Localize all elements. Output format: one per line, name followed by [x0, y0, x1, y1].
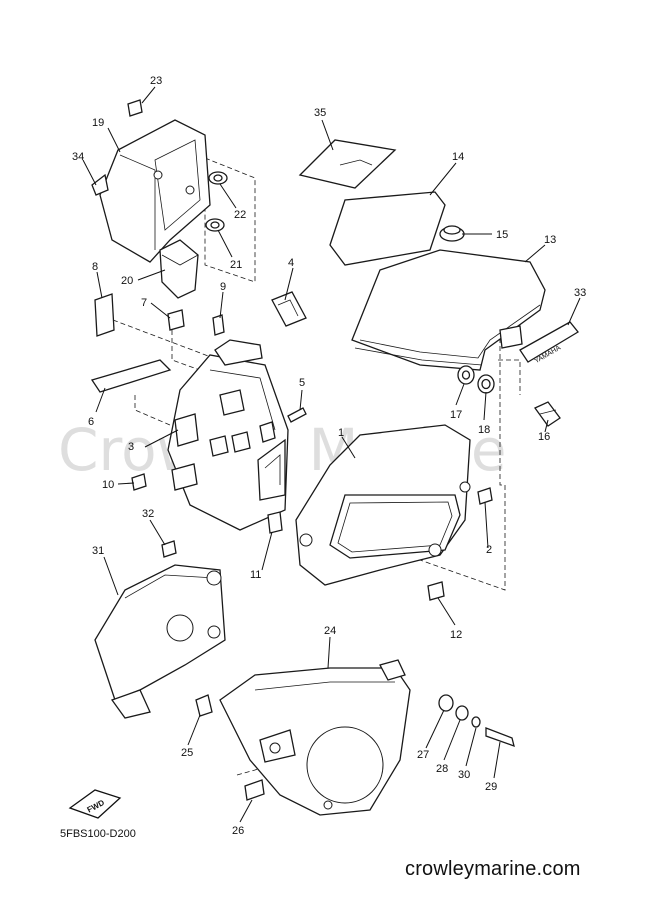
callout-22: 22 [234, 209, 246, 221]
callout-7: 7 [141, 297, 147, 309]
callout-14: 14 [452, 151, 464, 163]
lower-hardware-group [195, 694, 515, 801]
site-url: crowleymarine.com [405, 858, 581, 880]
callout-8: 8 [92, 261, 98, 273]
callout-31: 31 [92, 545, 104, 557]
callout-12: 12 [450, 629, 462, 641]
pin-part [287, 407, 307, 423]
callout-3: 3 [128, 441, 134, 453]
callout-29: 29 [485, 781, 497, 793]
callout-2: 2 [486, 544, 492, 556]
gasket-panel-part [329, 191, 446, 266]
callout-25: 25 [181, 747, 193, 759]
upper-cover-part [91, 119, 211, 299]
callout-6: 6 [88, 416, 94, 428]
callout-26: 26 [232, 825, 244, 837]
rear-cover-part [94, 564, 226, 719]
bracket-housing-part [167, 339, 289, 534]
callout-28: 28 [436, 763, 448, 775]
callout-19: 19 [92, 117, 104, 129]
callout-4: 4 [288, 257, 294, 269]
callout-15: 15 [496, 229, 508, 241]
callout-23: 23 [150, 75, 162, 87]
fwd-arrow-icon: FWD [68, 789, 122, 819]
callout-13: 13 [544, 234, 556, 246]
grommets-17-18 [457, 365, 495, 394]
callout-34: 34 [72, 151, 84, 163]
pad-part [298, 139, 397, 189]
grommet-parts [127, 99, 228, 232]
leader-lines [82, 86, 581, 823]
callout-17: 17 [450, 409, 462, 421]
callout-5: 5 [299, 377, 305, 389]
callout-32: 32 [142, 508, 154, 520]
callout-27: 27 [417, 749, 429, 761]
callout-24: 24 [324, 625, 336, 637]
callout-18: 18 [478, 424, 490, 436]
callout-9: 9 [220, 281, 226, 293]
grommet-15-part [439, 225, 465, 242]
yamaha-emblem-part: YAMAHA [519, 321, 579, 365]
callout-21: 21 [230, 259, 242, 271]
small-parts-group [90, 291, 307, 393]
fitting-16-part [534, 401, 561, 427]
callout-1: 1 [338, 427, 344, 439]
lower-cover-part [219, 659, 411, 816]
callout-30: 30 [458, 769, 470, 781]
callout-10: 10 [102, 479, 114, 491]
callout-35: 35 [314, 107, 326, 119]
callout-33: 33 [574, 287, 586, 299]
callout-16: 16 [538, 431, 550, 443]
diagram-code: 5FBS100-D200 [60, 828, 136, 840]
air-intake-part [295, 424, 471, 586]
bolts-group [131, 473, 493, 601]
callout-20: 20 [121, 275, 133, 287]
callout-11: 11 [250, 569, 261, 581]
callout-labels: 1 2 3 4 5 6 7 8 9 10 11 12 13 14 15 16 1… [72, 75, 586, 837]
top-cowling-part [351, 249, 546, 371]
